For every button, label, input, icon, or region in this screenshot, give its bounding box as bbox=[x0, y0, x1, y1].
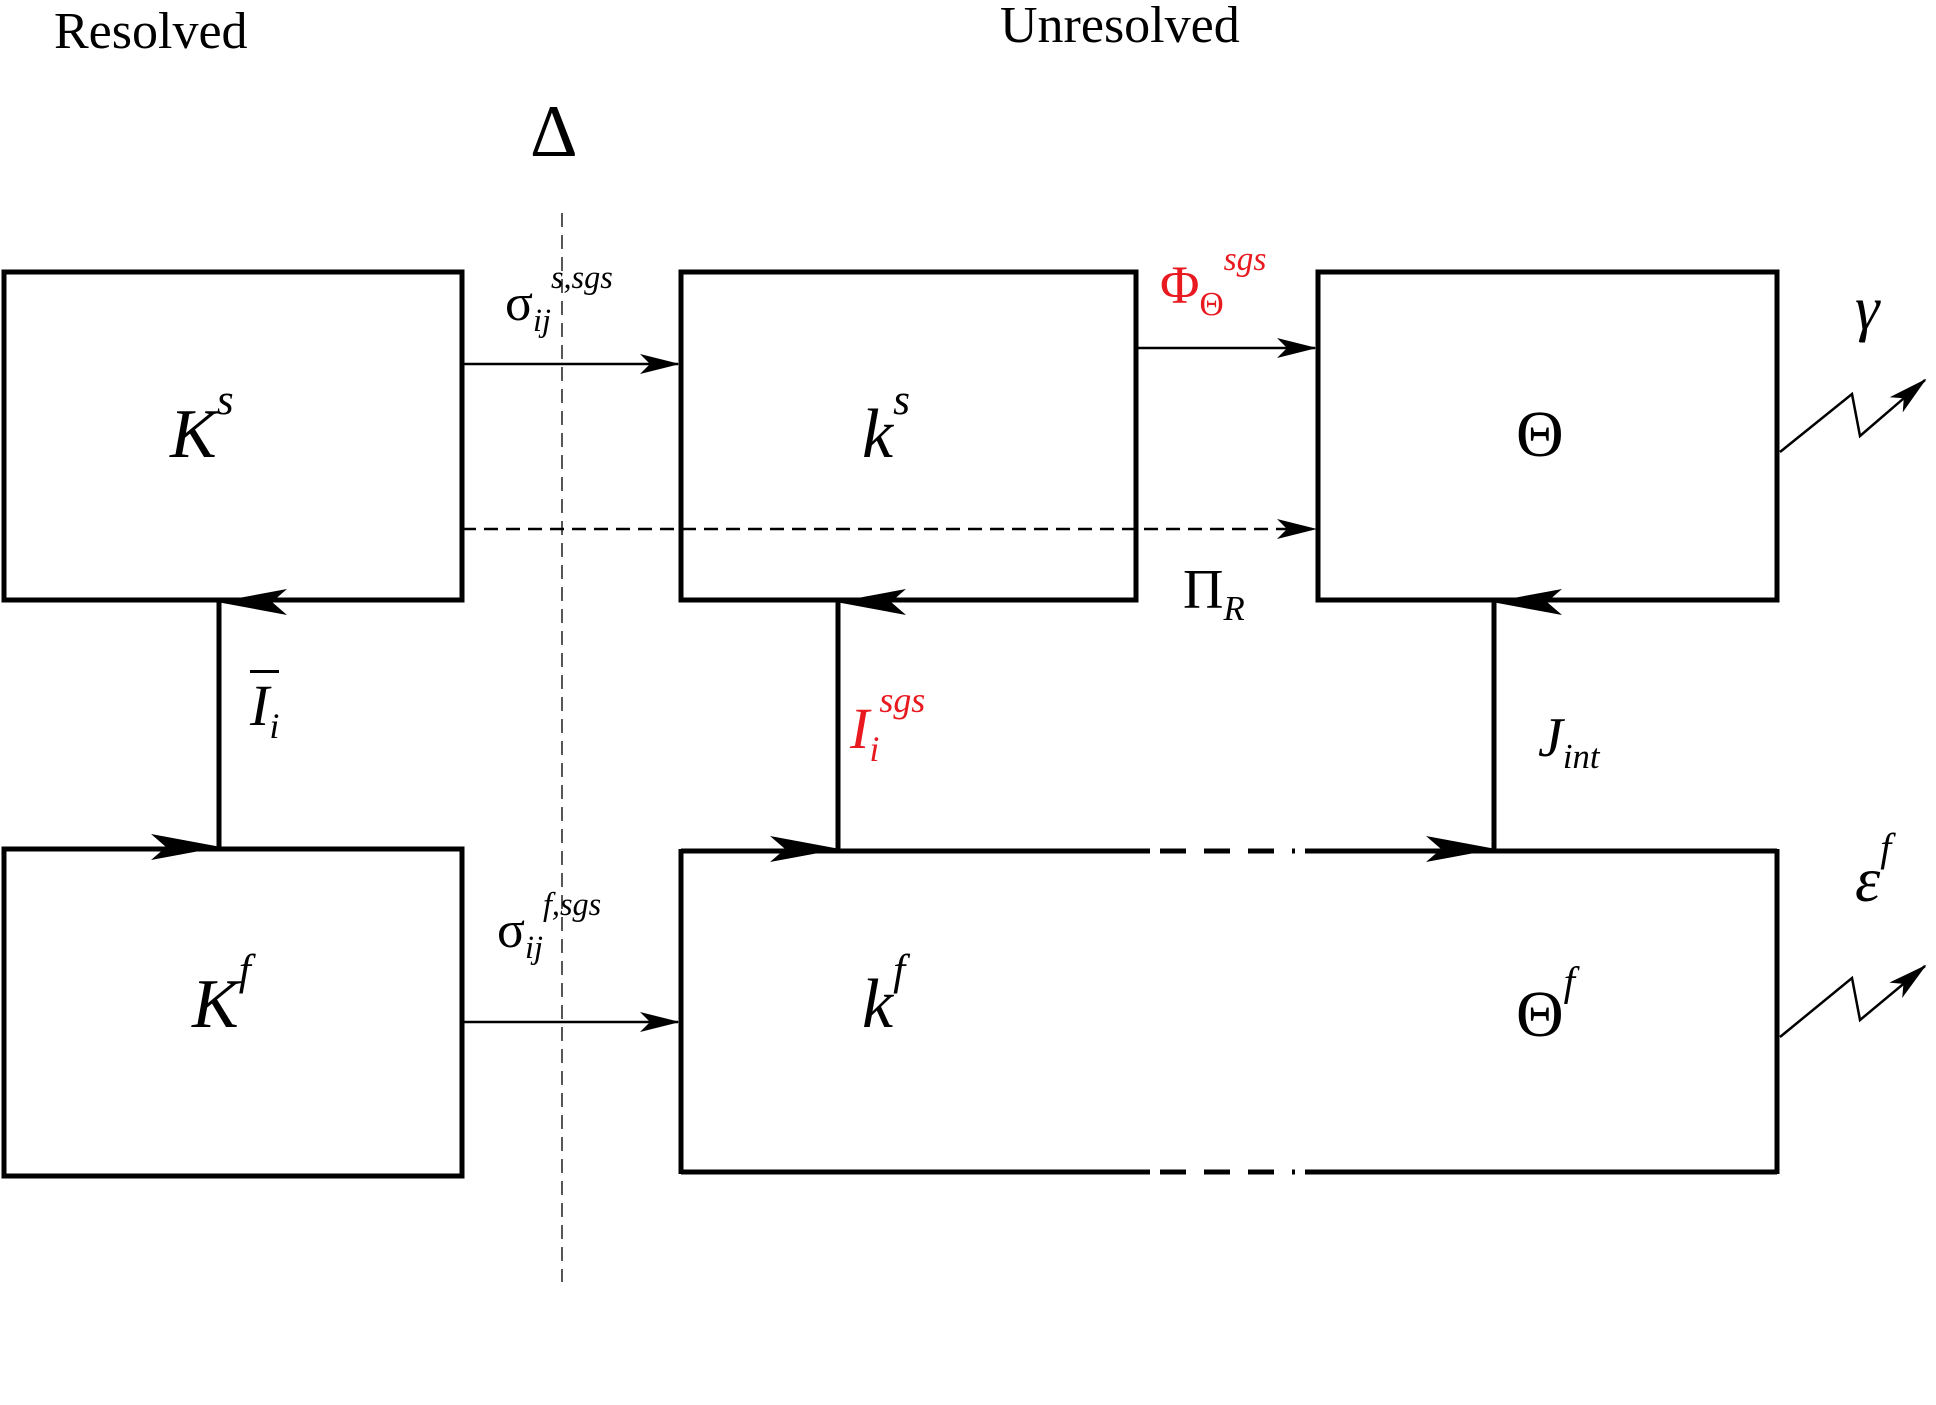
box-unresolved-fluctuation bbox=[678, 848, 1780, 1175]
label-phi-theta-sgs: ΦΘsgs bbox=[1160, 240, 1267, 323]
label-unresolved: Unresolved bbox=[1000, 0, 1240, 54]
arrow-epsilon-zigzag bbox=[1779, 964, 1927, 1038]
label-kf-small: kf bbox=[862, 945, 906, 1043]
label-kf-big: Kf bbox=[192, 945, 251, 1043]
label-sigma-s: σijs,sgs bbox=[505, 258, 613, 339]
label-ks-small: ks bbox=[862, 375, 910, 473]
label-j-int: Jint bbox=[1538, 707, 1600, 777]
label-epsilon-f: εf bbox=[1855, 826, 1892, 915]
label-sigma-f: σijf,sgs bbox=[497, 885, 602, 966]
label-ks-big: Ks bbox=[170, 375, 234, 473]
label-theta: Θ bbox=[1516, 398, 1564, 471]
label-theta-f: Θf bbox=[1516, 959, 1576, 1051]
arrow-gamma-zigzag bbox=[1779, 378, 1927, 453]
label-filter-width: Δ bbox=[530, 91, 578, 173]
box-unresolved-ks bbox=[678, 269, 1139, 603]
label-i-bar: Ii bbox=[250, 670, 280, 744]
label-gamma: γ bbox=[1855, 275, 1880, 343]
label-i-sgs: Iisgs bbox=[850, 680, 926, 769]
label-pi-r: ΠR bbox=[1183, 559, 1245, 629]
label-resolved: Resolved bbox=[54, 3, 248, 60]
